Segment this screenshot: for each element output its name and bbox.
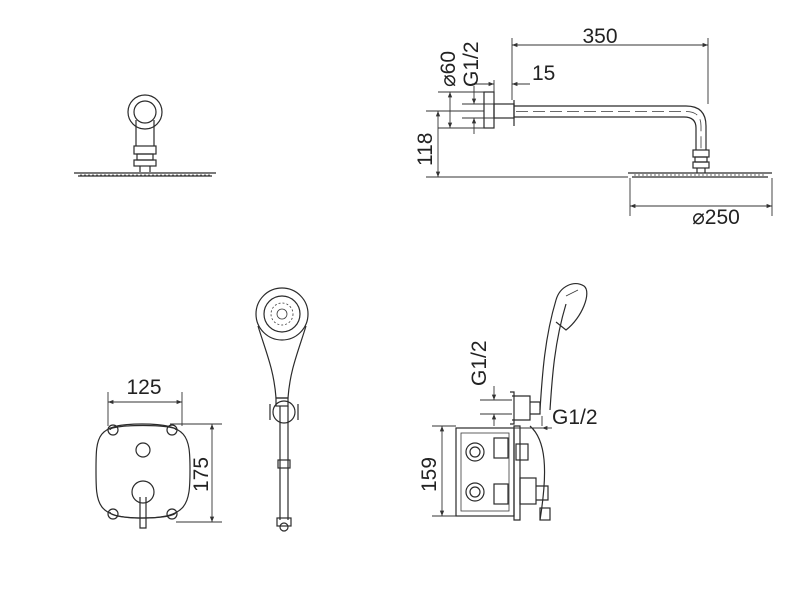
dim-arm-length: 350: [582, 25, 617, 48]
dim-outlet-thread: G1/2: [468, 340, 491, 386]
dim-arm-height: 118: [414, 133, 437, 166]
dim-flange-diameter: ⌀60: [437, 51, 460, 87]
shower-head-front-view: [74, 94, 216, 177]
dim-head-diameter: ⌀250: [692, 206, 740, 229]
dim-plate-height: 175: [190, 457, 213, 492]
hand-shower-front-view: [255, 287, 309, 532]
mixer-front-view: 125 175: [95, 376, 222, 529]
dim-body-depth: 159: [418, 457, 441, 492]
dim-inlet-thread: G1/2: [552, 406, 598, 429]
dim-plate-width: 125: [126, 376, 161, 399]
shower-arm-side-view: 350 15 ⌀60 G1/2 118 ⌀250: [414, 25, 773, 229]
dim-wall-offset: 15: [532, 62, 555, 85]
mixer-side-view: G1/2 G1/2 159: [418, 283, 598, 521]
dim-thread: G1/2: [460, 41, 483, 87]
